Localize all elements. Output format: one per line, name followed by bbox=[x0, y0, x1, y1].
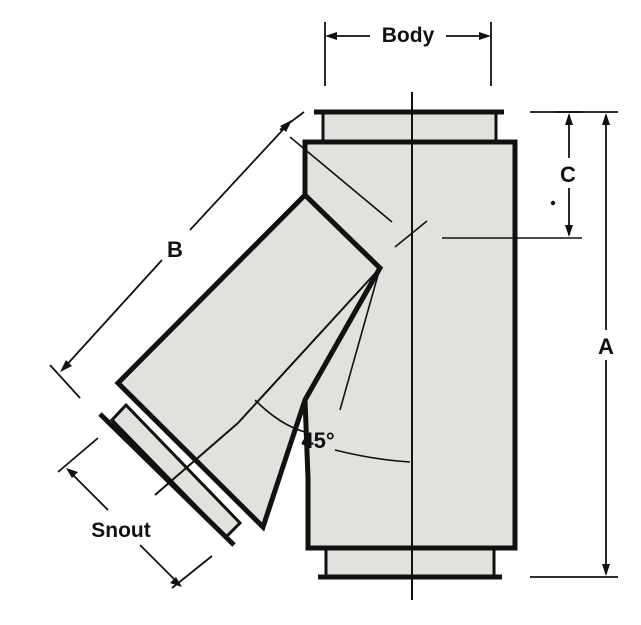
body-label: Body bbox=[382, 24, 435, 47]
b-label: B bbox=[167, 237, 183, 262]
body-dimension bbox=[324, 22, 492, 86]
snout-dimension bbox=[57, 437, 213, 589]
top-collar bbox=[321, 110, 498, 144]
a-label: A bbox=[598, 334, 614, 359]
a-dimension bbox=[530, 111, 618, 578]
fitting-body bbox=[98, 109, 518, 580]
c-label: C bbox=[560, 162, 576, 187]
snout-label: Snout bbox=[91, 519, 150, 542]
main-body bbox=[302, 139, 518, 551]
angle-label: 45° bbox=[301, 428, 334, 453]
bottom-collar bbox=[324, 546, 496, 578]
b-dimension bbox=[49, 111, 305, 399]
construction-lines bbox=[154, 92, 582, 600]
